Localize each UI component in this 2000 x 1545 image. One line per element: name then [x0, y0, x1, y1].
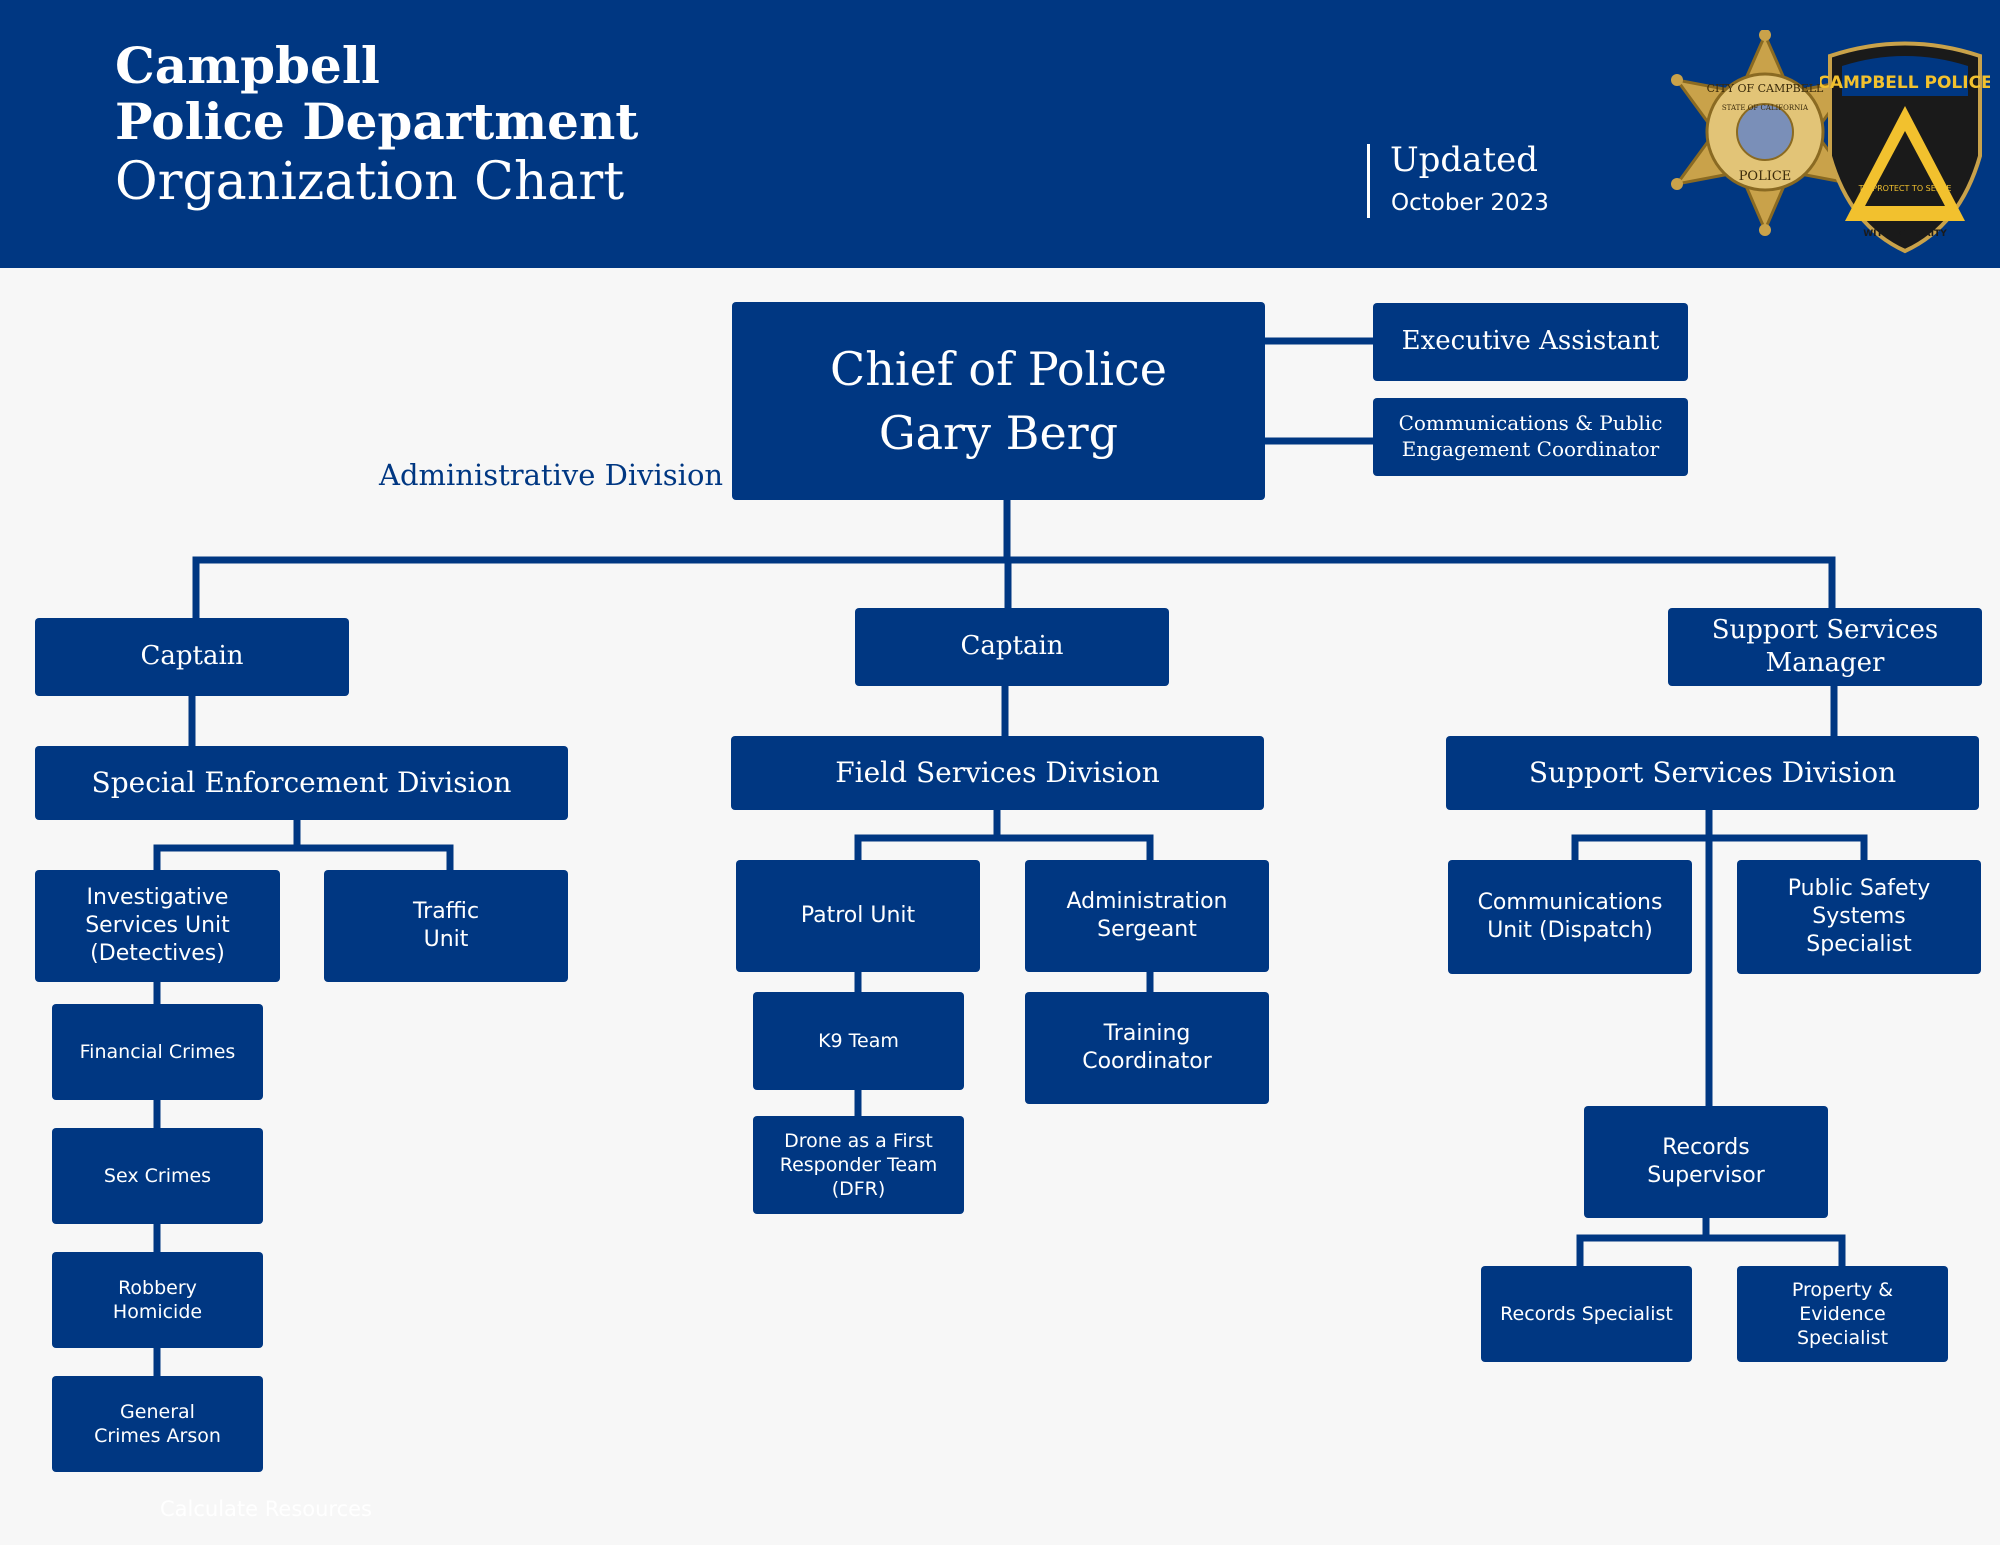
robbery-homicide-label: Robbery Homicide — [112, 1276, 203, 1323]
left-captain-box: Captain — [35, 618, 349, 696]
chief-of-police-box: Chief of Police Gary Berg — [732, 302, 1265, 500]
communications-unit-label: Communications Unit (Dispatch) — [1477, 889, 1663, 943]
center-captain-label: Captain — [960, 631, 1064, 662]
field-services-division-label: Field Services Division — [835, 756, 1160, 790]
title-line-3: Organization Chart — [115, 152, 625, 212]
sex-crimes-box: Sex Crimes — [52, 1128, 263, 1224]
field-services-division-box: Field Services Division — [731, 736, 1264, 810]
chief-name: Gary Berg — [878, 406, 1119, 460]
police-patch-icon: CAMPBELL POLICE TO PROTECT TO SERVE WITH… — [1820, 41, 1990, 254]
special-enforcement-division-box: Special Enforcement Division — [35, 746, 568, 820]
badge-text-state: STATE OF CALIFORNIA — [1722, 104, 1809, 112]
administration-sergeant-label: Administration Sergeant — [1066, 888, 1228, 942]
property-evidence-specialist-label: Property & Evidence Specialist — [1791, 1278, 1894, 1350]
records-specialist-label: Records Specialist — [1500, 1302, 1673, 1325]
patrol-unit-label: Patrol Unit — [800, 902, 916, 928]
support-services-division-box: Support Services Division — [1446, 736, 1979, 810]
center-captain-box: Captain — [855, 608, 1169, 686]
k9-team-label: K9 Team — [818, 1029, 899, 1052]
public-safety-specialist-label: Public Safety Systems Specialist — [1787, 875, 1931, 958]
communications-unit-box: Communications Unit (Dispatch) — [1448, 860, 1692, 974]
records-supervisor-box: Records Supervisor — [1584, 1106, 1828, 1218]
robbery-homicide-box: Robbery Homicide — [52, 1252, 263, 1348]
communications-coordinator-label: Communications & Public Engagement Coord… — [1398, 411, 1663, 461]
footer-faint-text: Calculate Resources — [160, 1497, 372, 1521]
special-enforcement-division-label: Special Enforcement Division — [91, 766, 512, 800]
title-line-2: Police Department — [115, 92, 639, 151]
executive-assistant-box: Executive Assistant — [1373, 303, 1688, 381]
patrol-unit-box: Patrol Unit — [736, 860, 980, 972]
patch-text-bottom: WITH INTEGRITY — [1863, 229, 1947, 239]
traffic-unit-box: Traffic Unit — [324, 870, 568, 982]
drone-team-box: Drone as a First Responder Team (DFR) — [753, 1116, 964, 1214]
support-services-manager-box: Support Services Manager — [1668, 608, 1982, 686]
investigative-services-unit-box: Investigative Services Unit (Detectives) — [35, 870, 280, 982]
title-line-1: Campbell — [115, 36, 380, 95]
general-crimes-label: General Crimes Arson — [94, 1400, 221, 1447]
support-services-manager-label: Support Services Manager — [1711, 614, 1939, 678]
financial-crimes-box: Financial Crimes — [52, 1004, 263, 1100]
general-crimes-box: General Crimes Arson — [52, 1376, 263, 1472]
training-coordinator-box: Training Coordinator — [1025, 992, 1269, 1104]
records-specialist-box: Records Specialist — [1481, 1266, 1692, 1362]
patch-text-top: CAMPBELL POLICE — [1820, 73, 1990, 93]
drone-team-label: Drone as a First Responder Team (DFR) — [779, 1129, 938, 1201]
chief-title: Chief of Police — [830, 341, 1167, 396]
updated-label: Updated — [1390, 140, 1539, 180]
left-captain-label: Captain — [140, 641, 244, 672]
updated-divider — [1367, 144, 1370, 218]
badge-text-bottom: POLICE — [1739, 169, 1792, 184]
updated-date: October 2023 — [1391, 190, 1549, 216]
training-coordinator-label: Training Coordinator — [1082, 1020, 1212, 1074]
property-evidence-specialist-box: Property & Evidence Specialist — [1737, 1266, 1948, 1362]
administration-sergeant-box: Administration Sergeant — [1025, 860, 1269, 972]
communications-coordinator-box: Communications & Public Engagement Coord… — [1373, 398, 1688, 476]
investigative-services-unit-label: Investigative Services Unit (Detectives) — [85, 884, 230, 967]
support-services-division-label: Support Services Division — [1528, 756, 1897, 790]
k9-team-box: K9 Team — [753, 992, 964, 1090]
executive-assistant-label: Executive Assistant — [1401, 326, 1660, 357]
records-supervisor-label: Records Supervisor — [1647, 1134, 1765, 1188]
administrative-division-label: Administrative Division — [379, 458, 724, 492]
traffic-unit-label: Traffic Unit — [412, 898, 480, 952]
sex-crimes-label: Sex Crimes — [103, 1164, 212, 1187]
financial-crimes-label: Financial Crimes — [79, 1040, 236, 1063]
badge-text-top: CITY OF CAMPBELL — [1707, 82, 1824, 95]
patch-text-motto: TO PROTECT TO SERVE — [1858, 184, 1952, 193]
header-banner: Campbell Police Department Organization … — [0, 0, 2000, 268]
public-safety-specialist-box: Public Safety Systems Specialist — [1737, 860, 1981, 974]
